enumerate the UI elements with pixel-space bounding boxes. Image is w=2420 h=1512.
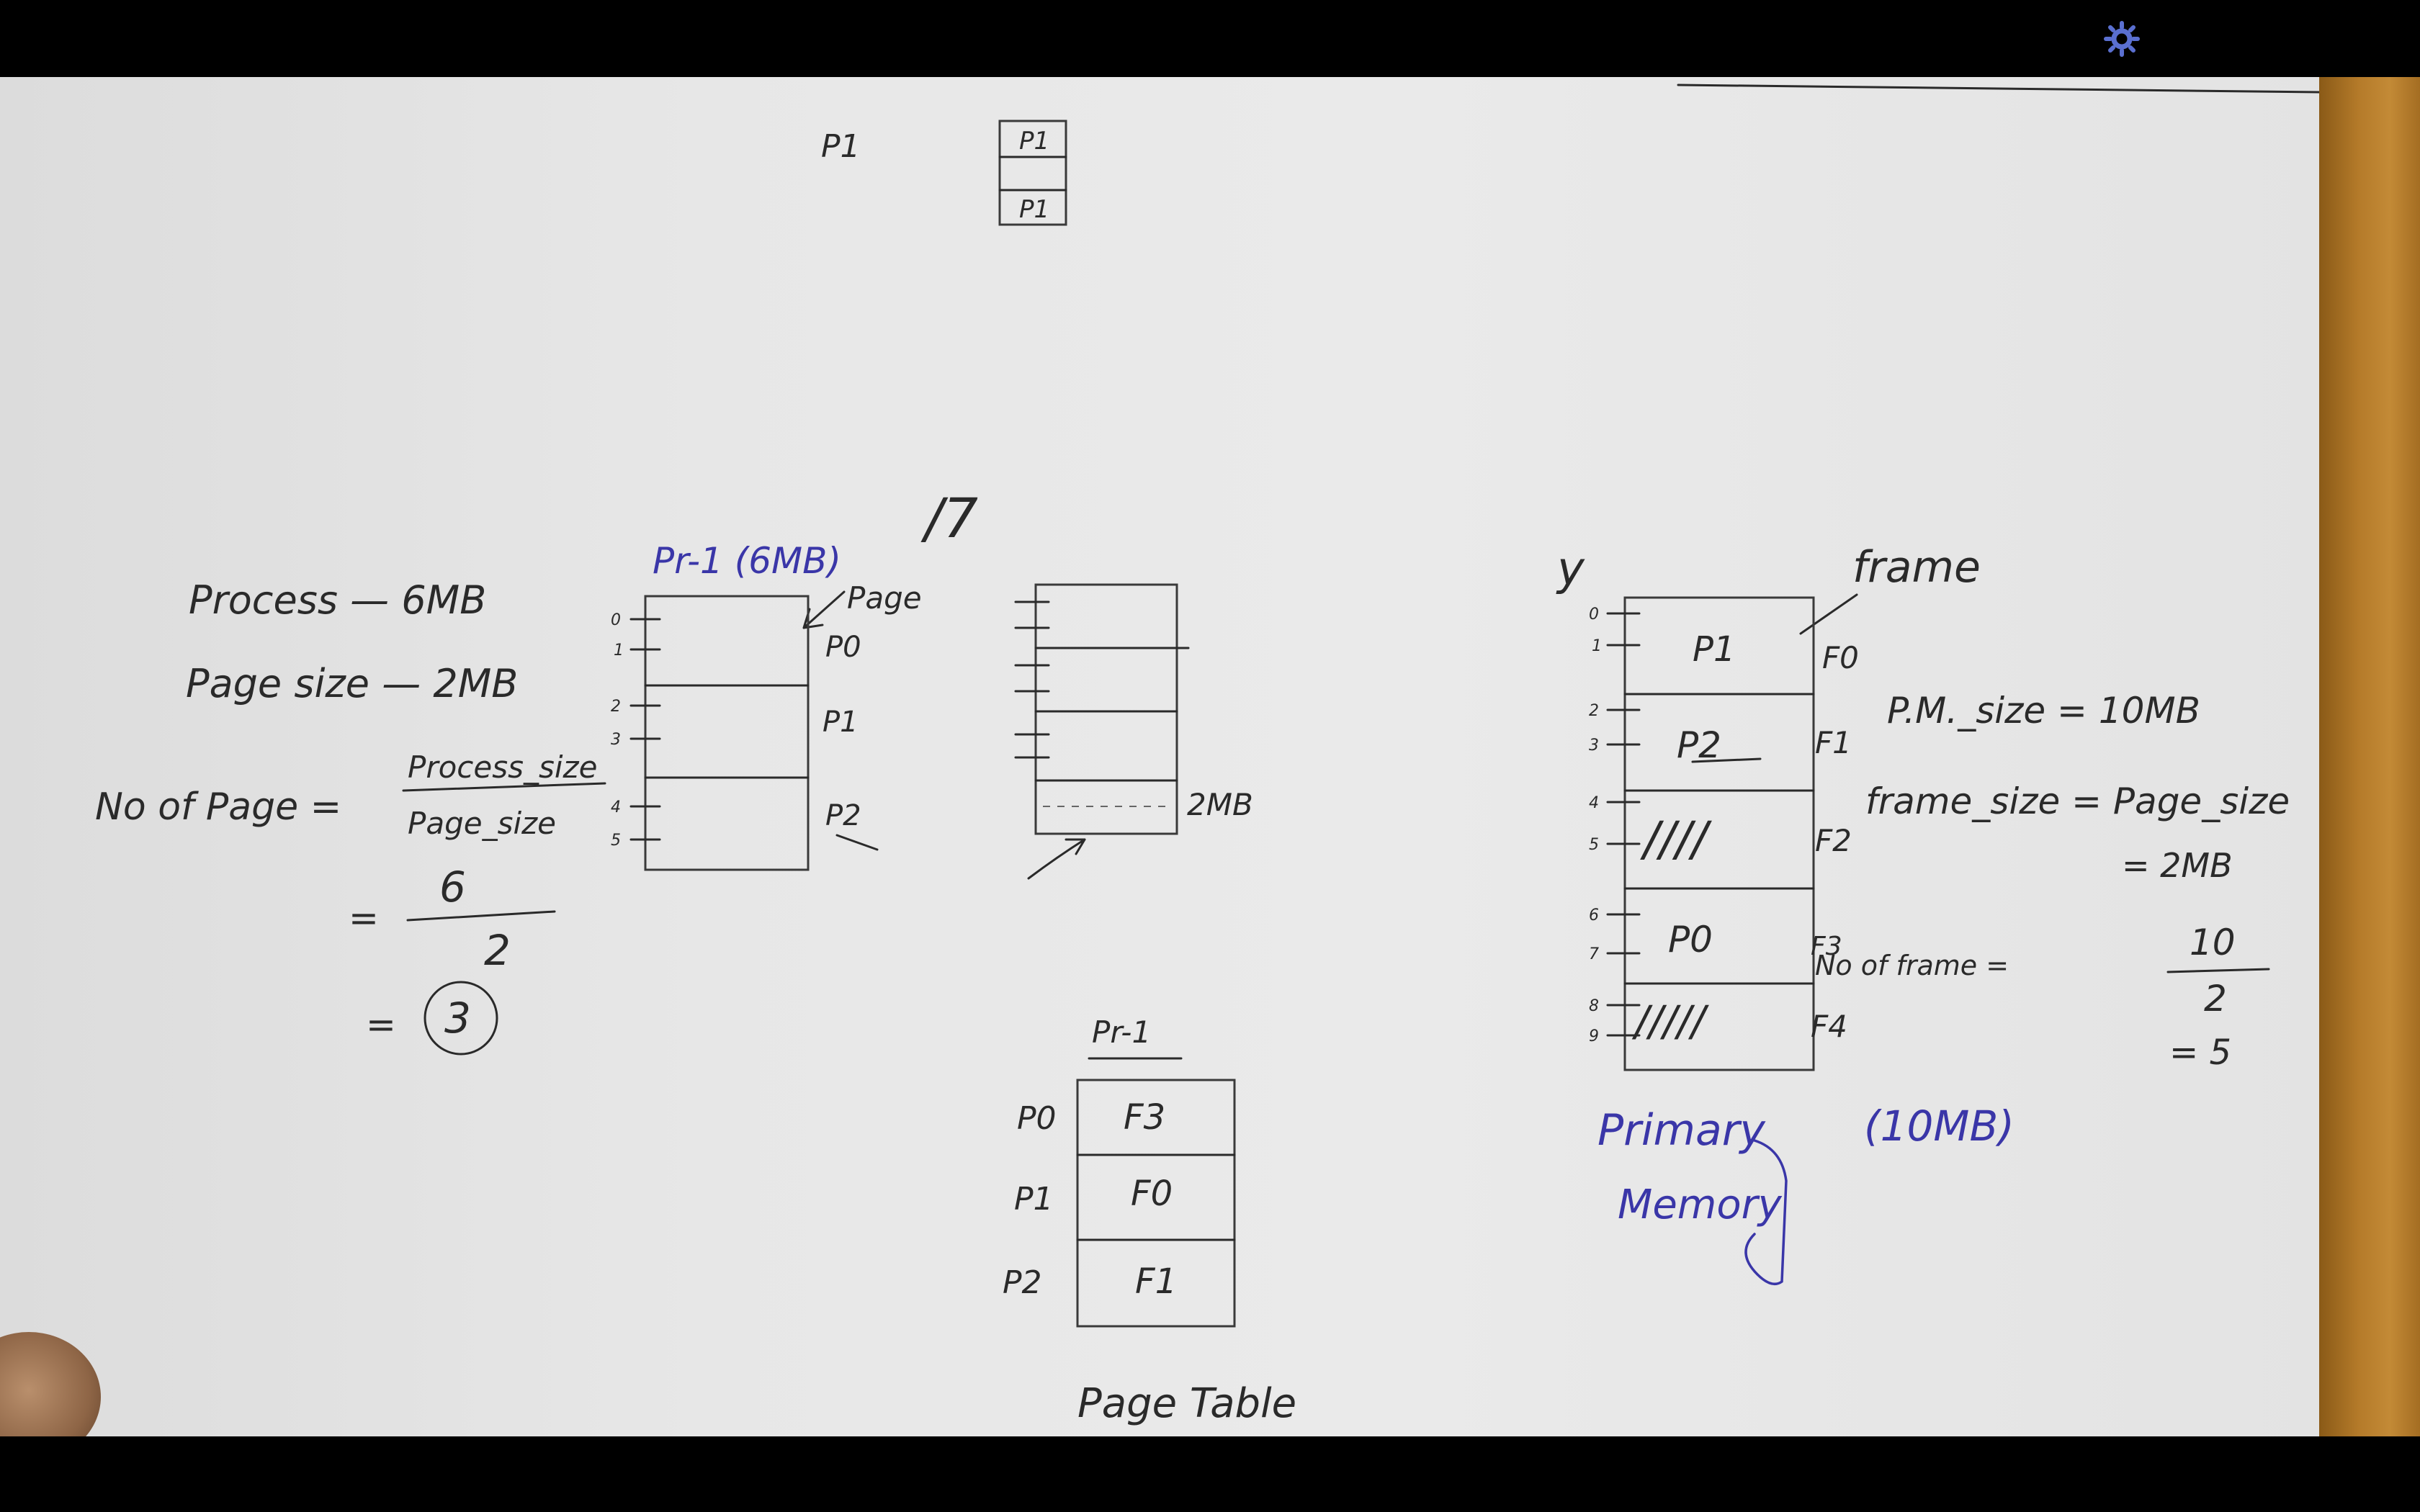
process-tick-label: 0 — [611, 611, 621, 629]
page-underline — [835, 834, 879, 851]
memory-tick-label: 8 — [1589, 997, 1599, 1015]
no-of-frame-label: No of frame = — [1815, 950, 2009, 981]
no-of-pages-label: No of Page = — [95, 786, 341, 829]
value-denominator: 2 — [484, 926, 511, 975]
page-table-page: P2 — [1003, 1264, 1042, 1301]
memory-tick-label: 6 — [1589, 906, 1599, 924]
equals-sign: = — [349, 897, 379, 939]
page-table-box — [1076, 1079, 1236, 1328]
page-table-caption: Page Table — [1077, 1380, 1296, 1427]
frame-label: frame — [1852, 542, 1981, 593]
memory-frame-content: P1 — [1693, 629, 1735, 670]
middle-size-label: 2MB — [1187, 787, 1253, 822]
memory-frame-content: P2 — [1677, 724, 1721, 766]
value-numerator: 6 — [439, 863, 466, 912]
page-table-title: Pr-1 — [1092, 1014, 1151, 1050]
process-tick-label: 3 — [611, 731, 621, 749]
memory-frame-label: F1 — [1815, 725, 1852, 760]
memory-tick-label: 0 — [1589, 606, 1599, 624]
memory-frame-content: P0 — [1668, 919, 1713, 960]
no-of-frame-numerator: 10 — [2190, 922, 2236, 963]
no-of-frame-bar — [2166, 968, 2270, 973]
memory-tick-label: 2 — [1589, 702, 1599, 720]
memory-frame-label: F4 — [1811, 1009, 1847, 1044]
handwritten-notes: P1 P1 P1 Process — 6MB Page size — 2MB N… — [95, 84, 2321, 1427]
top-block-cell: P1 — [1019, 127, 1049, 156]
memory-caption-memory: Memory — [1618, 1182, 1783, 1228]
page-table-frame: F3 — [1124, 1097, 1165, 1138]
frame-pointer-line — [1799, 593, 1858, 635]
fraction-numerator: Process_size — [408, 750, 597, 785]
memory-frame-content: //// — [1640, 811, 1713, 867]
memory-tick-label: 5 — [1589, 836, 1599, 854]
process-title: Pr-1 (6MB) — [653, 540, 841, 582]
page-table-frame: F1 — [1135, 1261, 1177, 1302]
memory-tick-label: 3 — [1589, 737, 1599, 755]
process-page-label: P0 — [825, 631, 861, 664]
process-page-label: P1 — [823, 706, 859, 739]
page-table-page: P1 — [1014, 1181, 1054, 1218]
memory-frame-label: F3 — [1811, 932, 1842, 961]
value-fraction-bar — [406, 910, 556, 922]
top-page-block — [998, 120, 1067, 226]
middle-memory-box — [1034, 583, 1178, 835]
memory-caption-loop — [1744, 1139, 1788, 1286]
wooden-desk-edge — [2319, 77, 2420, 1436]
memory-y-mark: y — [1556, 543, 1585, 596]
top-block-cell: P1 — [1019, 195, 1049, 224]
memory-content-underline — [1691, 757, 1762, 763]
result-circle — [424, 981, 498, 1056]
process-tick-label: 2 — [611, 698, 621, 716]
frame-size-value: = 2MB — [2122, 846, 2233, 885]
process-page-label: P2 — [825, 799, 861, 832]
top-process-label: P1 — [821, 128, 861, 165]
page-table-page: P0 — [1017, 1100, 1057, 1137]
process-ticks — [629, 618, 661, 841]
frame-size-line: frame_size = Page_size — [1865, 780, 2290, 822]
page-size-line: Page size — 2MB — [186, 661, 518, 706]
memory-tick-label: 4 — [1589, 794, 1599, 812]
pm-size-line: P.M._size = 10MB — [1887, 690, 2200, 732]
memory-frame-content: ///// — [1631, 996, 1709, 1045]
gear-icon[interactable] — [2102, 19, 2142, 59]
result-value: 3 — [444, 994, 471, 1043]
memory-caption-size: (10MB) — [1864, 1102, 2015, 1151]
process-box — [644, 595, 810, 871]
middle-arrow — [1027, 838, 1086, 880]
process-size-line: Process — 6MB — [189, 577, 486, 623]
process-tick-label: 1 — [614, 642, 624, 660]
no-of-frame-result: = 5 — [2169, 1032, 2231, 1073]
memory-ticks — [1606, 612, 1641, 1037]
bottom-black-bar — [0, 1436, 2420, 1512]
memory-tick-label: 1 — [1592, 637, 1602, 655]
process-tick-label: 5 — [611, 832, 621, 850]
memory-frame-label: F0 — [1822, 640, 1859, 675]
process-slash-seven: /7 — [920, 486, 978, 550]
fraction-bar — [402, 782, 606, 792]
middle-ticks — [1014, 600, 1050, 759]
memory-tick-label: 7 — [1589, 945, 1599, 963]
equals-sign: = — [366, 1004, 396, 1045]
page-arrow — [802, 590, 846, 629]
memory-box — [1623, 596, 1815, 1071]
fraction-denominator: Page_size — [408, 806, 556, 841]
memory-frame-label: F2 — [1815, 823, 1852, 858]
whiteboard-paper: P1 P1 P1 Process — 6MB Page size — 2MB N… — [0, 77, 2325, 1436]
process-tick-label: 4 — [611, 798, 621, 816]
no-of-frame-denominator: 2 — [2204, 978, 2227, 1020]
page-arrow-label: Page — [847, 580, 922, 616]
memory-caption-primary: Primary — [1597, 1105, 1766, 1156]
page-table-frame: F0 — [1131, 1174, 1173, 1214]
top-edge-line — [1677, 84, 2321, 94]
top-black-bar — [0, 0, 2420, 77]
memory-tick-label: 9 — [1589, 1027, 1599, 1045]
